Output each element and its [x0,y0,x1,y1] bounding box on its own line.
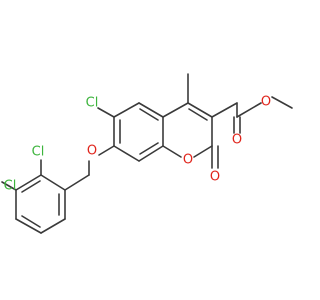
bond-pyranone-double [188,108,208,121]
bond-c-cl [97,107,115,118]
oxygen-atom-label: O [210,170,220,185]
chlorine-atom-label: Cl [4,179,17,194]
oxygen-atom-label: O [232,133,242,148]
bond-ring-c [40,174,66,191]
bond-side-chain [236,102,262,118]
bond-side-chain [211,102,238,118]
molecule-structure: Cl O O O O O Cl Cl [1,73,293,234]
bond-pyranone [162,102,189,118]
oxygen-atom-label: O [261,95,271,110]
chlorine-atom-label: Cl [32,145,45,160]
bond-ring-a [113,102,140,118]
bond-ring-a [138,145,164,162]
chlorine-atom-label: Cl [86,96,99,111]
molecule-canvas: Cl O O O O O Cl Cl [1,73,293,234]
bond-ring-c [15,174,42,191]
bond-pyranone [162,145,182,158]
oxygen-atom-label: O [183,153,193,168]
bond-ring-c-double [21,215,41,228]
bond-ring-c [40,218,66,234]
bond-ether [98,145,115,156]
bond-c-cl [1,181,17,191]
bond-ring-a [113,145,140,162]
bond-benzyl [64,174,90,191]
bond-ring-a-double [139,108,159,121]
bond-ring-a-double [139,142,159,155]
bond-ester-methyl [271,96,293,109]
oxygen-atom-label: O [87,144,97,159]
bond-pyranone [187,102,213,118]
bond-ring-a [138,102,164,118]
bond-ring-c [15,218,42,234]
bond-ring-c-double [21,180,41,193]
atom-labels: Cl O O O O O Cl Cl [4,95,271,194]
bonds [1,73,293,234]
bond-pyranone [193,145,213,158]
